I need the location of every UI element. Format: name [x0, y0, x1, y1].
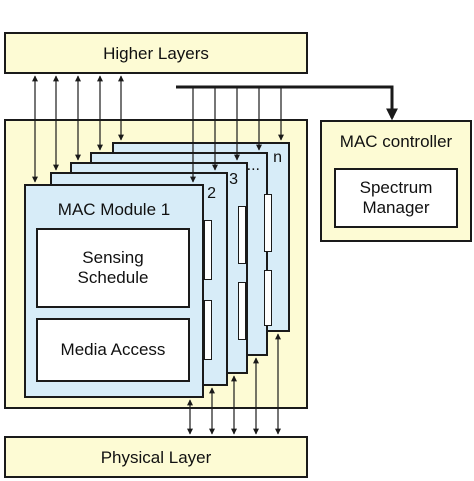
physical-layer-box: Physical Layer [4, 436, 308, 478]
layer-3-label: 3 [229, 171, 238, 188]
sensing-schedule-box: Sensing Schedule [36, 228, 190, 308]
spectrum-manager-box: Spectrum Manager [334, 168, 458, 228]
module-3-slot-top [238, 206, 246, 264]
module-2-slot-bottom [204, 300, 212, 360]
higher-layers-box: Higher Layers [4, 32, 308, 74]
layer-dots-label: ... [246, 157, 260, 174]
mac-controller-box: MAC controller Spectrum Manager [320, 120, 472, 242]
higher-layers-label: Higher Layers [103, 44, 209, 63]
module-2-slot-top [204, 220, 212, 280]
module-dots-slot-top [264, 194, 272, 252]
mac-module-1: MAC Module 1 Sensing Schedule Media Acce… [24, 184, 204, 398]
controller-bus [176, 85, 398, 121]
media-access-label: Media Access [60, 340, 166, 359]
sensing-schedule-label: Sensing Schedule [77, 248, 149, 287]
module-3-slot-bottom [238, 282, 246, 340]
spectrum-manager-label: Spectrum Manager [359, 178, 433, 217]
physical-layer-label: Physical Layer [100, 448, 212, 467]
mac-controller-label: MAC controller [339, 132, 453, 151]
module-dots-slot-bottom [264, 270, 272, 326]
layer-2-label: 2 [207, 185, 216, 202]
mac-module-1-title: MAC Module 1 [57, 200, 171, 219]
layer-n-label: n [273, 149, 282, 166]
media-access-box: Media Access [36, 318, 190, 382]
